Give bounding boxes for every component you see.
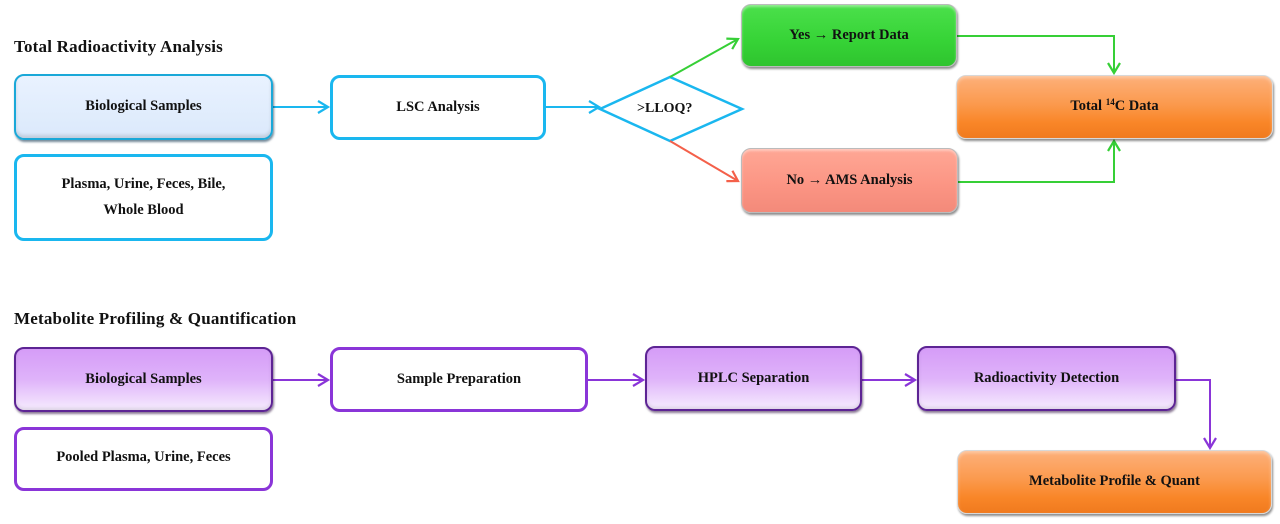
metabolite-profile-quant-label: Metabolite Profile & Quant [1029,473,1200,490]
arrow-yes-to-total [957,35,1121,76]
pooled-sample-types-label: Pooled Plasma, Urine, Feces [56,449,231,465]
biological-samples-label: Biological Samples [85,98,202,115]
arrow-decision-yes [669,37,740,78]
arrow-no-to-total [958,138,1121,183]
section-title-total-radioactivity: Total Radioactivity Analysis [14,37,224,56]
total-14c-superscript: 14 [1105,97,1115,108]
sample-types-line-2: Whole Blood [103,201,184,218]
lsc-analysis-label: LSC Analysis [396,98,480,115]
sample-preparation-label: Sample Preparation [396,370,522,387]
lsc-analysis-box[interactable]: LSC Analysis [330,75,546,140]
arrow-decision-no [669,140,740,183]
no-ams-analysis-label: No → AMS Analysis [786,171,913,188]
metabolite-biological-samples-box[interactable]: Biological Samples [14,347,273,412]
radioactivity-detection-label: Radioactivity Detection [973,369,1120,386]
pooled-sample-types-box[interactable]: Pooled Plasma, Urine, Feces [14,427,273,491]
decision-label: >LLOQ? [637,101,693,116]
yes-report-data-box[interactable]: Yes → Report Data [741,4,957,67]
metabolite-biological-samples-label: Biological Samples [85,370,202,387]
yes-report-data-label: Yes → Report Data [789,26,909,43]
sample-types-line-1: Plasma, Urine, Feces, Bile, [61,176,226,193]
total-14c-data-label: Total 14C Data [1070,94,1158,119]
total-14c-suffix: C Data [1114,98,1159,115]
sample-types-box[interactable]: Plasma, Urine, Feces, Bile, Whole Blood [14,154,273,241]
metabolite-profile-quant-box[interactable]: Metabolite Profile & Quant [957,450,1272,514]
hplc-separation-label: HPLC Separation [697,369,810,386]
hplc-separation-box[interactable]: HPLC Separation [645,346,862,411]
no-ams-analysis-box[interactable]: No → AMS Analysis [741,148,958,213]
radioactivity-detection-box[interactable]: Radioactivity Detection [917,346,1176,411]
total-14c-data-box[interactable]: Total 14C Data [956,75,1273,139]
sample-preparation-box[interactable]: Sample Preparation [330,347,588,412]
arrow-detection-to-result [1176,379,1217,451]
decision-diamond [596,75,746,143]
total-14c-prefix: Total [1070,98,1106,115]
section-title-metabolite-profiling: Metabolite Profiling & Quantification [14,309,297,328]
biological-samples-box[interactable]: Biological Samples [14,74,273,140]
